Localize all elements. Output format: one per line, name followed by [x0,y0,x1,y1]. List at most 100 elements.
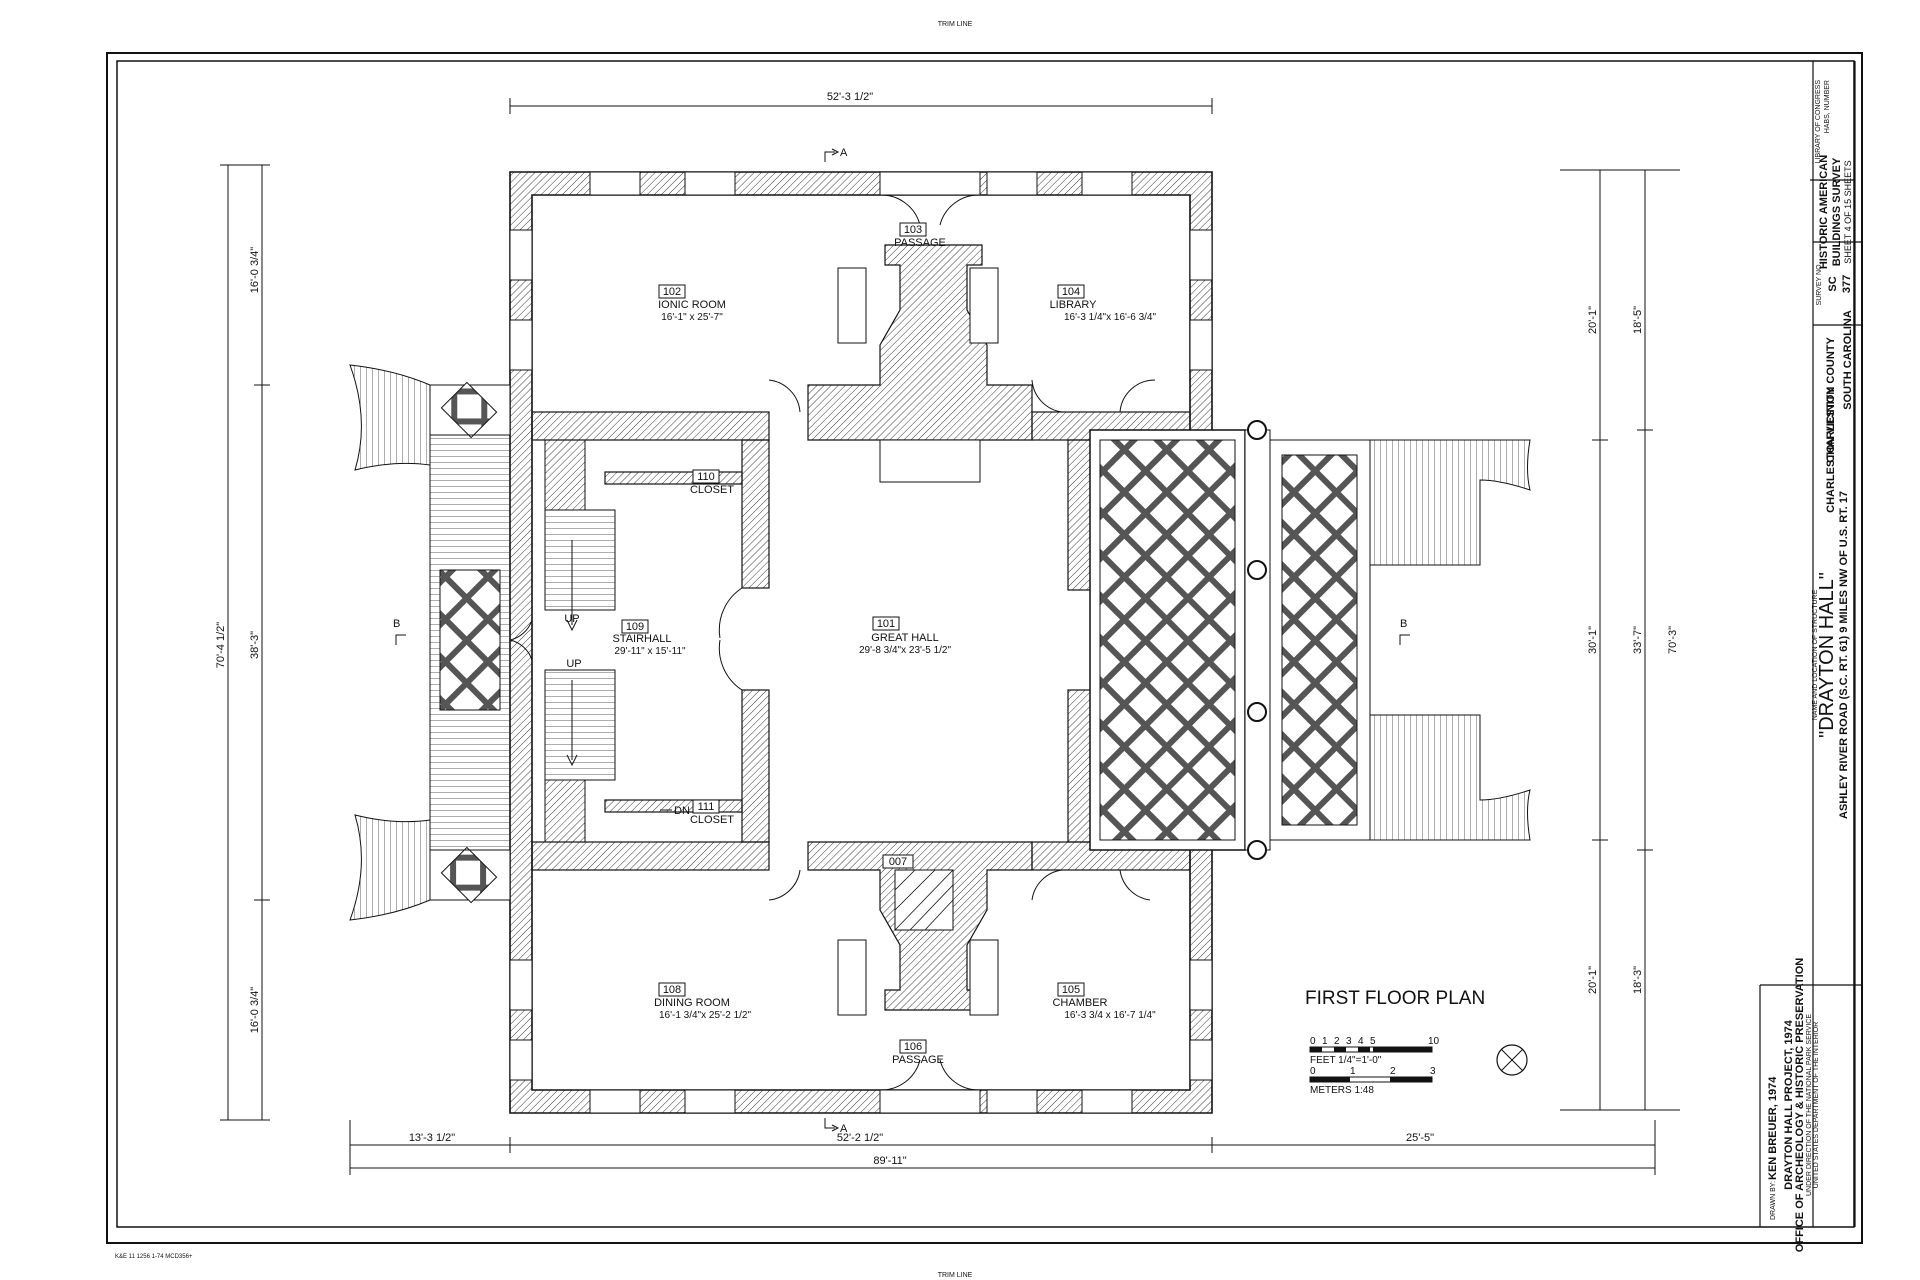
room-108-dims: 16'-1 3/4"x 25'-2 1/2" [659,1010,752,1021]
project-line4: UNITED STATES DEPARTMENT OF THE INTERIOR [1813,1022,1820,1188]
loc-line1: LIBRARY OF CONGRESS [1815,80,1822,164]
room-109-dims: 29'-11" x 15'-11" [614,646,686,657]
survey-no-label: SURVEY NO. [1816,262,1823,305]
room-105-dims: 16'-3 3/4 x 16'-7 1/4" [1064,1010,1156,1021]
survey-state: SC [1827,276,1839,291]
room-105-number: 105 [1062,984,1080,996]
room-102-dims: 16'-1" x 25'-7" [661,312,723,323]
dim-bottom-right: 25'-5" [1406,1132,1434,1144]
dim-right-mid2: 33'-7" [1632,626,1644,654]
project-line1: DRAYTON HALL PROJECT, 1974 [1783,1019,1795,1190]
svg-text:A: A [840,147,848,159]
dim-right-bot2: 18'-3" [1632,966,1644,994]
dim-bottom-main: 52'-2 1/2" [837,1132,883,1144]
name-caption: NAME AND LOCATION OF STRUCTURE [1812,589,1819,720]
state: SOUTH CAROLINA [1842,310,1854,410]
room-108: 108 DINING ROOM 16'-1 3/4"x 25'-2 1/2" [654,982,752,1021]
outer-border [106,52,1863,1244]
room-104-number: 104 [1062,286,1080,298]
dim-bottom-left: 13'-3 1/2" [409,1132,455,1144]
svg-text:FEET 1/4"=1'-0": FEET 1/4"=1'-0" [1310,1055,1382,1066]
floor-plan [349,171,1531,1114]
svg-text:METERS 1:48: METERS 1:48 [1310,1085,1374,1096]
room-102-name: IONIC ROOM [658,299,726,311]
room-109-number: 109 [626,621,644,633]
room-109-name: STAIRHALL [612,633,671,645]
room-111-name: CLOSET [690,814,734,826]
room-103-name: PASSAGE [894,237,946,249]
svg-text:3: 3 [1430,1066,1436,1077]
stair-up-label-2: UP [566,658,581,670]
dim-left-bottom: 16'-0 3/4" [249,987,261,1033]
svg-text:3: 3 [1346,1036,1352,1047]
stair-dn-label: DN [674,805,690,817]
plan-title: FIRST FLOOR PLAN [1305,988,1485,1009]
room-106-name: PASSAGE [892,1054,944,1066]
dim-top: 52'-3 1/2" [827,91,873,103]
stair-up-label-1: UP [564,613,579,625]
drawn-by-label: DRAWN BY: [1770,1181,1777,1220]
address: ASHLEY RIVER ROAD (S.C. RT. 61) 9 MILES … [1838,491,1850,819]
room-104-dims: 16'-3 1/4"x 16'-6 3/4" [1064,312,1157,323]
dim-left-top: 16'-0 3/4" [249,247,261,293]
north-arrow-icon [1496,1044,1528,1076]
trim-line-bottom: TRIM LINE [938,1272,973,1279]
structure-name: "DRAYTON HALL" [1816,572,1838,738]
room-111-number: 111 [698,801,715,813]
svg-text:0: 0 [1310,1066,1316,1077]
room-109: 109 STAIRHALL 29'-11" x 15'-11" [612,619,686,657]
room-110: 110 CLOSET [690,469,734,496]
footer-code: K&E 11 1256 1-74 MCD356+ [115,1254,193,1260]
room-007-number: 007 [889,856,907,868]
title-block [1759,61,1862,1227]
svg-text:5: 5 [1370,1036,1376,1047]
room-007: 007 [882,854,914,869]
habs-line1: HISTORIC AMERICAN [1818,155,1830,269]
room-110-name: CLOSET [690,484,734,496]
room-111: 111 CLOSET [690,799,734,826]
project-line3: UNDER DIRECTION OF THE NATIONAL PARK SER… [1806,1014,1813,1196]
svg-text:1: 1 [1350,1066,1356,1077]
project-line2: OFFICE OF ARCHEOLOGY & HISTORIC PRESERVA… [1794,958,1806,1252]
trim-line-top: TRIM LINE [938,21,973,28]
room-105: 105 CHAMBER 16'-3 3/4 x 16'-7 1/4" [1052,982,1156,1021]
svg-text:10: 10 [1428,1036,1440,1047]
room-103-number: 103 [904,224,922,236]
dim-right-top1: 20'-1" [1587,306,1599,334]
drawn-by: KEN BREUER, 1974 [1767,1076,1779,1180]
survey-no: 377 [1841,275,1853,293]
room-106: 106 PASSAGE [892,1039,944,1066]
svg-text:4: 4 [1358,1036,1364,1047]
dimension-lines [220,98,1680,1175]
svg-text:1: 1 [1322,1036,1328,1047]
svg-text:2: 2 [1334,1036,1340,1047]
section-marker-b-left: B [393,618,406,645]
room-103: 103 PASSAGE [894,222,946,249]
section-marker-b-right: B [1399,618,1410,645]
section-marker-a-top: A [824,147,848,162]
dim-overall: 89'-11" [873,1155,906,1167]
dim-right-top2: 18'-5" [1632,306,1644,334]
room-105-name: CHAMBER [1052,997,1107,1009]
room-110-number: 110 [697,471,715,483]
room-101-name: GREAT HALL [871,632,938,644]
room-102: 102 IONIC ROOM 16'-1" x 25'-7" [658,284,726,323]
svg-text:B: B [393,618,400,630]
vicinity: CHARLESTON VICINITY [1825,386,1837,512]
section-marker-a-bottom: A [824,1118,848,1135]
room-104-name: LIBRARY [1050,299,1098,311]
habs-line2: BUILDINGS SURVEY [1831,157,1843,266]
svg-text:0: 0 [1310,1036,1316,1047]
room-104: 104 LIBRARY 16'-3 1/4"x 16'-6 3/4" [1050,284,1157,323]
room-106-number: 106 [904,1041,922,1053]
graphic-scale: 0 1 2 3 4 5 10 FEET 1/4"=1'-0" 0 1 2 3 M… [1309,1036,1440,1096]
room-101-number: 101 [877,618,895,630]
inner-border [116,60,1855,1228]
dim-right-overall: 70'-3" [1667,626,1679,654]
dim-right-bot1: 20'-1" [1587,966,1599,994]
dim-right-mid1: 30'-1" [1587,626,1599,654]
county: CHARLESTON COUNTY [1825,336,1837,462]
room-101-dims: 29'-8 3/4"x 23'-5 1/2" [859,645,952,656]
room-108-name: DINING ROOM [654,997,730,1009]
